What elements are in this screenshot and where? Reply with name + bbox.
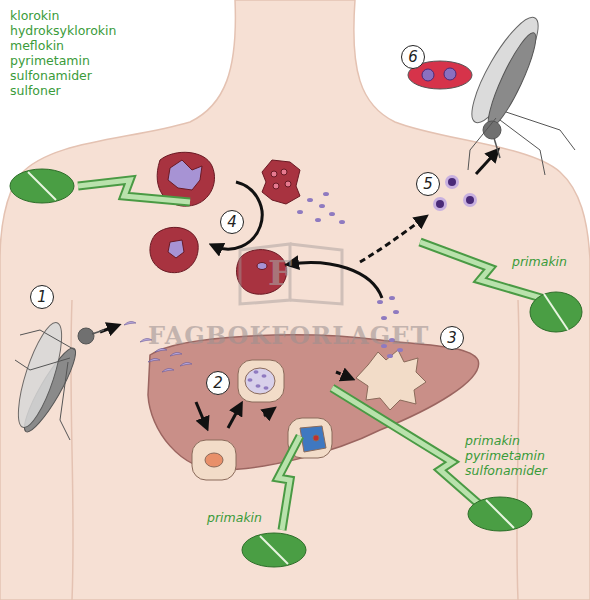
logo-letter: F (268, 256, 292, 290)
callout-number: 4 (227, 215, 237, 230)
mosquito (10, 318, 104, 440)
drug-list: primakin (512, 254, 567, 269)
drug-list: primakin (207, 510, 262, 525)
red-blood-cells (150, 152, 300, 294)
callout-circle: 2 (206, 371, 230, 395)
drug-list: klorokin hydroksyklorokin meflokin pyrim… (10, 8, 116, 98)
callout-number: 3 (447, 331, 457, 346)
pills (10, 169, 582, 567)
cycle-arrows (100, 152, 496, 428)
liver-cells (192, 350, 426, 480)
callout-number: 2 (213, 376, 223, 391)
callout-number: 6 (408, 50, 418, 65)
callout-circle: 1 (30, 285, 54, 309)
callout-circle: 6 (401, 45, 425, 69)
callout-number: 1 (37, 290, 47, 305)
drug-list: primakin pyrimetamin sulfonamider (465, 433, 547, 478)
publisher-logo (240, 244, 342, 304)
callout-circle: 3 (440, 326, 464, 350)
callout-circle: 5 (416, 172, 440, 196)
arm-line (71, 300, 73, 600)
watermark: FAGBOKFORLAGET (148, 321, 429, 350)
drug-zaps (78, 180, 548, 530)
mosquito (408, 10, 575, 175)
callout-number: 5 (423, 177, 433, 192)
callout-circle: 4 (220, 210, 244, 234)
